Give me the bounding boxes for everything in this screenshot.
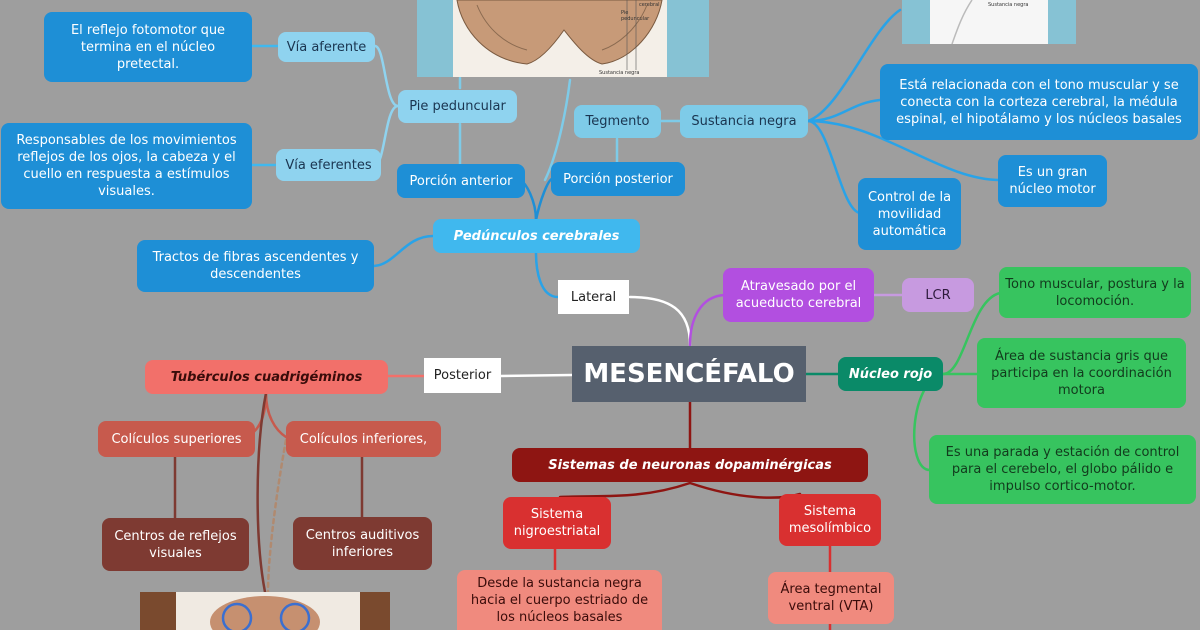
centros-auditivos-node[interactable]: Centros auditivos inferiores [293, 517, 432, 570]
nucleo-rojo-desc1[interactable]: Tono muscular, postura y la locomoción. [999, 267, 1191, 318]
midbrain-section-image: Pie peduncular cerebral Sustancia negra [417, 0, 709, 77]
atravesado-node[interactable]: Atravesado por el acueducto cerebral [723, 268, 874, 322]
sustancia-negra-desc3[interactable]: Control de la movilidad automática [858, 178, 961, 250]
nucleo-rojo-desc3[interactable]: Es una parada y estación de control para… [929, 435, 1196, 504]
centros-visuales-node[interactable]: Centros de reflejos visuales [102, 518, 249, 571]
pedunculos-cerebrales-node[interactable]: Pedúnculos cerebrales [433, 219, 640, 253]
sistemas-dopaminergicas-node[interactable]: Sistemas de neuronas dopaminérgicas [512, 448, 868, 482]
sistema-mesolimbico-node[interactable]: Sistema mesolímbico [779, 494, 881, 546]
image-label-pie: Pie [621, 10, 628, 16]
porcion-posterior-node[interactable]: Porción posterior [551, 162, 685, 196]
lateral-node[interactable]: Lateral [558, 280, 629, 314]
link-inf-image [266, 438, 288, 594]
link-sistemas-nigro [558, 481, 692, 499]
link-tuberculos-inf [264, 391, 288, 439]
nigroestriatal-desc[interactable]: Desde la sustancia negra hacia el cuerpo… [457, 570, 662, 630]
tuberculos-node[interactable]: Tubérculos cuadrigéminos [145, 360, 388, 394]
link-pedunculos-posterior [534, 177, 554, 222]
coliculos-inferiores-node[interactable]: Colículos inferiores, [286, 421, 441, 457]
lcr-node[interactable]: LCR [902, 278, 974, 312]
coliculos-image [140, 592, 390, 630]
brainstem-illustration [176, 592, 360, 630]
sustancia-negra-image: Sustancia negra [902, 0, 1076, 44]
link-lateral-pedunculos [534, 251, 560, 299]
via-eferentes-node[interactable]: Vía eferentes [276, 149, 381, 181]
via-eferentes-desc[interactable]: Responsables de los movimientos reflejos… [1, 123, 252, 209]
nucleo-rojo-node[interactable]: Núcleo rojo [838, 357, 943, 391]
porcion-anterior-node[interactable]: Porción anterior [397, 164, 525, 198]
via-aferente-node[interactable]: Vía aferente [278, 32, 375, 62]
link-sn-image [806, 8, 902, 123]
sustancia-negra-desc1[interactable]: Está relacionada con el tono muscular y … [880, 64, 1198, 140]
tractos-node[interactable]: Tractos de fibras ascendentes y descende… [137, 240, 374, 292]
link-posterior-image [543, 78, 572, 182]
sustancia-negra-node[interactable]: Sustancia negra [680, 105, 808, 138]
link-sn-d1 [806, 98, 882, 123]
link-tuberculos-image [256, 391, 268, 594]
tegmento-node[interactable]: Tegmento [574, 105, 661, 138]
nucleo-rojo-desc2[interactable]: Área de sustancia gris que participa en … [977, 338, 1186, 408]
image-label-cerebral: cerebral [639, 2, 660, 8]
image-label-sustancia-negra: Sustancia negra [988, 2, 1028, 8]
root-node[interactable]: MESENCÉFALO [572, 346, 806, 402]
link-pie-aferente [373, 44, 400, 108]
sistema-nigroestriatal-node[interactable]: Sistema nigroestriatal [503, 497, 611, 549]
link-nucleo-d1 [941, 291, 1002, 376]
head-profile-illustration: Sustancia negra [930, 0, 1048, 44]
link-sn-d3 [806, 119, 862, 215]
sustancia-negra-desc2[interactable]: Es un gran núcleo motor [998, 155, 1107, 207]
link-root-atravesado [688, 293, 727, 347]
link-pedunculos-tractos [372, 234, 435, 268]
image-label-sustancia: Sustancia negra [599, 70, 639, 76]
link-root-lateral [628, 295, 692, 347]
link-sn-d2 [806, 119, 1002, 182]
coliculos-superiores-node[interactable]: Colículos superiores [98, 421, 255, 457]
vta-node[interactable]: Área tegmental ventral (VTA) [768, 572, 894, 624]
image-label-peduncular: peduncular [621, 16, 650, 22]
via-aferente-desc[interactable]: El reflejo fotomotor que termina en el n… [44, 12, 252, 82]
link-root-posterior [498, 373, 574, 378]
posterior-node[interactable]: Posterior [424, 358, 501, 393]
pie-peduncular-node[interactable]: Pie peduncular [398, 90, 517, 123]
midbrain-illustration: Pie peduncular cerebral Sustancia negra [453, 0, 667, 77]
